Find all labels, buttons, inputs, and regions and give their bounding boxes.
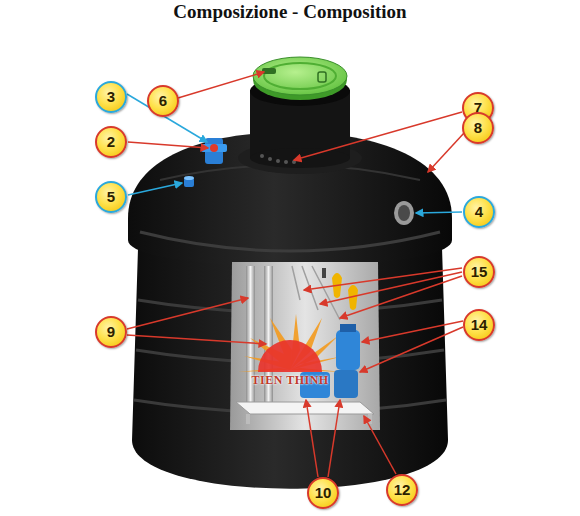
- leader-lines: [127, 72, 464, 477]
- lid-ring: [264, 63, 336, 89]
- leader-line: [128, 142, 208, 148]
- callout-number: 12: [386, 474, 418, 506]
- pump-motor: [336, 330, 360, 370]
- cutaway-window: [230, 262, 380, 430]
- base-leg: [368, 414, 372, 424]
- tank-dome: [128, 132, 452, 266]
- logo-sun: [258, 340, 322, 372]
- callout-text: 6: [159, 93, 167, 109]
- leader-line: [304, 268, 462, 290]
- pumps: [300, 324, 360, 398]
- leader-line: [340, 276, 462, 318]
- leader-line: [362, 321, 463, 342]
- inlet-plug: [210, 144, 218, 152]
- float-cable: [322, 268, 326, 278]
- callout-text: 12: [394, 482, 411, 498]
- leader-line: [127, 94, 207, 142]
- callout-text: 9: [107, 324, 115, 340]
- lid: [253, 57, 347, 100]
- tank-rib: [140, 232, 440, 251]
- leader-line: [328, 400, 340, 477]
- tank-body: [128, 76, 452, 489]
- leader-line: [127, 298, 248, 329]
- base-frame: [236, 402, 374, 424]
- lid-notch: [262, 68, 276, 74]
- leader-line: [294, 112, 462, 160]
- vent-hole: [260, 154, 264, 158]
- vent-hole: [292, 160, 296, 164]
- pump-head: [340, 324, 356, 332]
- leader-line: [128, 183, 182, 195]
- leader-line: [178, 72, 264, 98]
- tank-lower-body: [132, 248, 448, 489]
- callout-number: 5: [95, 181, 127, 213]
- vent-holes: [260, 154, 296, 164]
- callout-text: 2: [107, 134, 115, 150]
- callout-text: 10: [315, 485, 332, 501]
- callout-number: 4: [463, 196, 495, 228]
- leader-line: [416, 212, 462, 213]
- leader-line: [306, 400, 318, 477]
- leader-line: [320, 272, 462, 304]
- lid-top: [253, 57, 347, 95]
- leader-line: [364, 416, 396, 474]
- lid-grip: [318, 72, 326, 82]
- vent-hole: [284, 160, 288, 164]
- leader-line: [360, 327, 463, 372]
- leader-line: [428, 133, 464, 172]
- callout-text: 14: [471, 317, 488, 333]
- callout-text: 5: [107, 189, 115, 205]
- diagram-title: Composizione - Composition: [0, 0, 580, 24]
- base-leg: [246, 414, 250, 424]
- callout-number: 9: [95, 316, 127, 348]
- callout-number: 6: [147, 85, 179, 117]
- vent-hole: [268, 157, 272, 161]
- vent-hole: [276, 159, 280, 163]
- callout-text: 8: [474, 120, 482, 136]
- chain: [292, 266, 340, 320]
- outlet-fitting: [394, 201, 414, 225]
- watermark-text: TIEN THINH: [252, 373, 329, 388]
- leader-line: [127, 335, 266, 344]
- base-plate: [236, 402, 374, 414]
- callout-number: 10: [307, 477, 339, 509]
- callout-text: 3: [107, 89, 115, 105]
- callout-number: 8: [462, 112, 494, 144]
- cutaway: [230, 262, 380, 430]
- callout-number: 15: [463, 256, 495, 288]
- pump-motor: [334, 370, 358, 398]
- callout-text: 15: [471, 264, 488, 280]
- inlet-fittings: [184, 138, 414, 225]
- outlet-fitting: [398, 205, 410, 221]
- callout-text: 4: [475, 204, 483, 220]
- callout-number: 2: [95, 126, 127, 158]
- callout-number: 14: [463, 309, 495, 341]
- vent-fitting: [184, 176, 194, 180]
- callout-number: 3: [95, 81, 127, 113]
